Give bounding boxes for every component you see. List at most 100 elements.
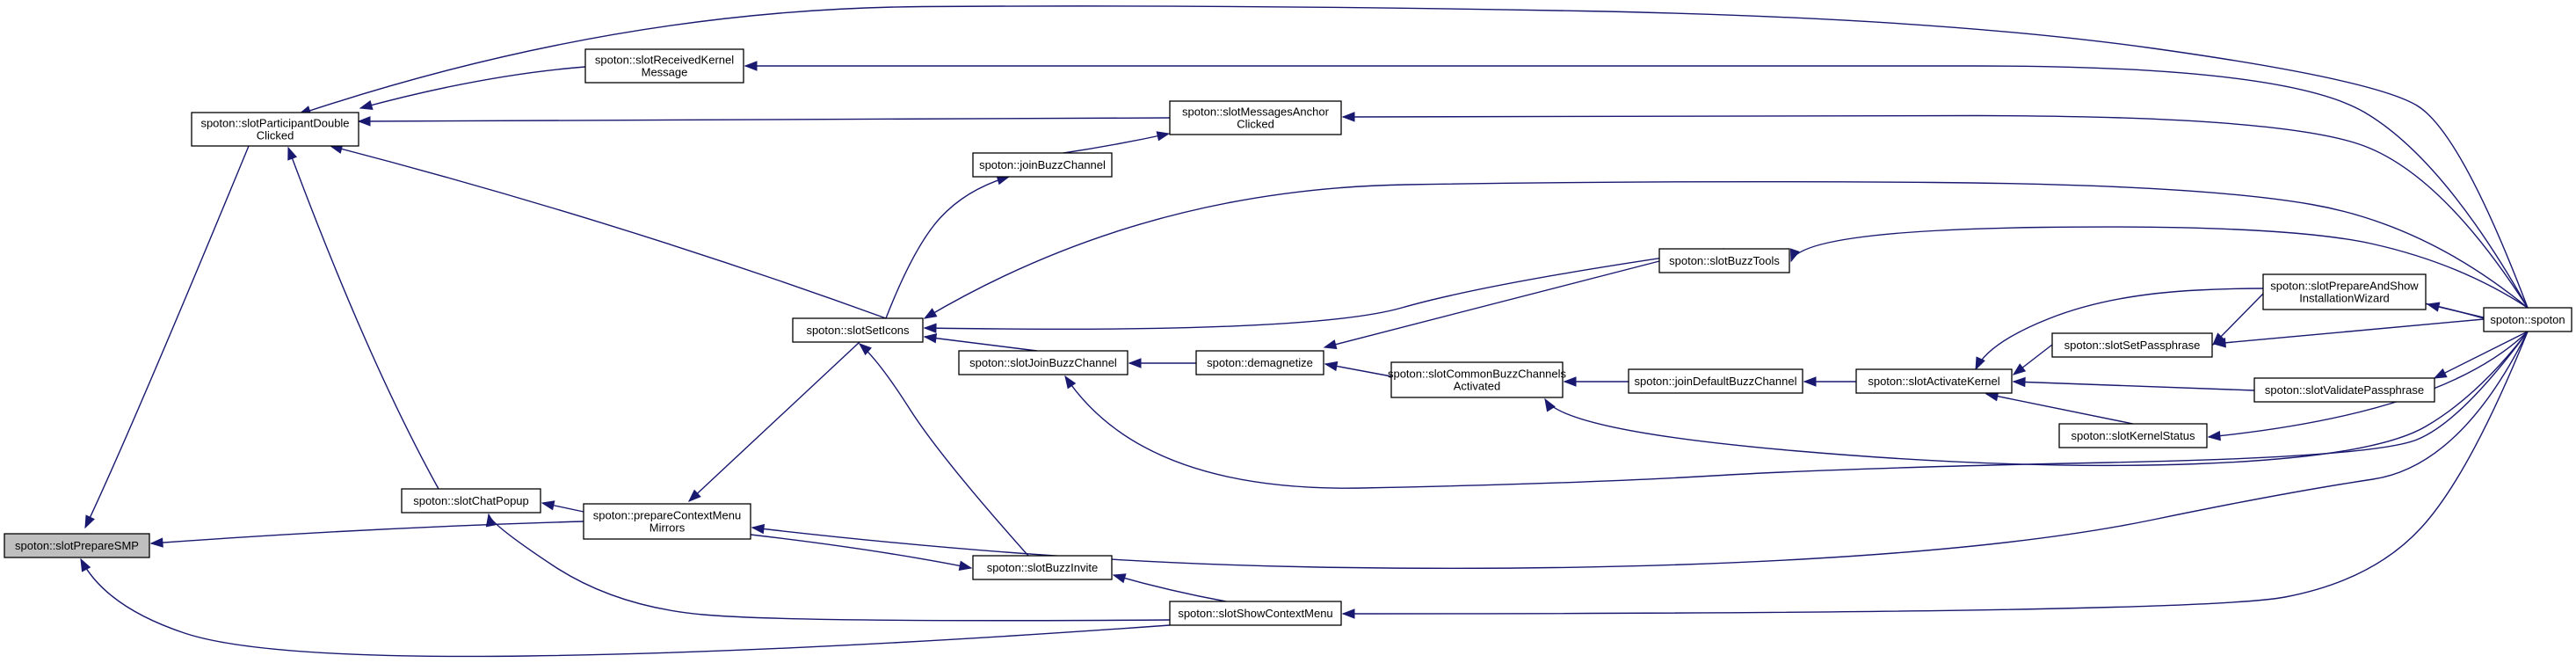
edge-spoton-to-slotReceivedKernelMessage xyxy=(744,61,2529,309)
node-label: spoton::slotSetPassphrase xyxy=(2064,339,2201,352)
edge-slotChatPopup-to-slotParticipantDoubleClicked xyxy=(287,146,439,490)
node-spoton[interactable]: spoton::spoton xyxy=(2483,307,2572,332)
node-box[interactable] xyxy=(401,488,541,514)
edge-line xyxy=(1113,574,1227,602)
edge-line xyxy=(1544,331,2529,467)
node-box[interactable] xyxy=(2051,332,2213,358)
node-slotActivateKernel[interactable]: spoton::slotActivateKernel xyxy=(1855,368,2013,394)
node-slotPrepareSMP[interactable]: spoton::slotPrepareSMP xyxy=(4,533,150,558)
arrowhead xyxy=(2207,430,2221,441)
edge-line xyxy=(924,180,2529,319)
node-box[interactable] xyxy=(1195,350,1324,375)
node-slotKernelStatus[interactable]: spoton::slotKernelStatus xyxy=(2058,423,2208,448)
node-label: spoton::slotBuzzInvite xyxy=(987,561,1098,574)
arrowhead xyxy=(1064,375,1077,390)
arrowhead xyxy=(541,500,555,511)
node-label: spoton::slotSetIcons xyxy=(806,324,910,337)
node-box[interactable] xyxy=(1390,361,1564,398)
node-slotBuzzInvite[interactable]: spoton::slotBuzzInvite xyxy=(972,555,1113,580)
node-box[interactable] xyxy=(1169,601,1342,626)
node-label: spoton::demagnetize xyxy=(1207,356,1313,369)
node-box[interactable] xyxy=(2483,307,2572,332)
nodes-layer: spoton::slotPrepareSMP spoton::slotPartic… xyxy=(4,48,2572,626)
node-box[interactable] xyxy=(2058,423,2208,448)
node-box[interactable] xyxy=(2262,273,2427,310)
arrowhead xyxy=(2012,376,2026,388)
node-slotJoinBuzzChannel[interactable]: spoton::slotJoinBuzzChannel xyxy=(958,350,1128,375)
node-label: spoton::spoton xyxy=(2490,313,2565,326)
edge-slotBuzzTools-to-demagnetize xyxy=(1323,260,1660,350)
node-slotPrepareAndShowInstallationWizard[interactable]: spoton::slotPrepareAndShowInstallationWi… xyxy=(2262,273,2427,310)
arrowhead xyxy=(2426,302,2441,312)
node-box[interactable] xyxy=(972,555,1113,580)
arrowhead xyxy=(1975,356,1985,371)
node-box[interactable] xyxy=(584,48,744,84)
edge-slotValidatePassphrase-to-slotActivateKernel xyxy=(2012,376,2255,391)
arrowhead xyxy=(687,489,701,502)
arrowhead xyxy=(1803,376,1817,387)
arrowhead xyxy=(149,537,163,548)
node-slotValidatePassphrase[interactable]: spoton::slotValidatePassphrase xyxy=(2253,377,2435,403)
node-slotShowContextMenu[interactable]: spoton::slotShowContextMenu xyxy=(1169,601,1342,626)
arrowhead xyxy=(858,343,872,356)
arrowhead xyxy=(923,333,938,344)
node-box[interactable] xyxy=(1855,368,2013,394)
node-label: spoton::prepareContextMenu xyxy=(593,509,741,522)
node-box[interactable] xyxy=(1628,368,1803,394)
edge-line xyxy=(330,145,887,319)
node-box[interactable] xyxy=(1169,100,1342,135)
node-label: InstallationWizard xyxy=(2299,292,2390,305)
edge-slotPrepareAndShowInstallationWizard-to-slotSetPassphrase xyxy=(2212,293,2264,346)
edge-spoton-to-slotCommonBuzzChannelsActivated xyxy=(1544,331,2529,467)
edge-slotShowContextMenu-to-slotBuzzInvite xyxy=(1112,573,1227,602)
edge-slotSetIcons-to-prepareContextMenuMirrors xyxy=(687,341,860,502)
edge-line xyxy=(1985,393,2134,425)
node-label: Activated xyxy=(1454,380,1500,393)
node-joinBuzzChannel[interactable]: spoton::joinBuzzChannel xyxy=(972,152,1113,178)
edge-slotActivateKernel-to-joinDefaultBuzzChannel xyxy=(1803,376,1856,387)
arrowhead xyxy=(287,146,298,161)
node-label: spoton::slotShowContextMenu xyxy=(1178,607,1332,620)
edge-line xyxy=(298,5,2529,309)
node-box[interactable] xyxy=(2253,377,2435,403)
edge-slotShowContextMenu-to-slotChatPopup xyxy=(485,513,1171,622)
node-slotSetIcons[interactable]: spoton::slotSetIcons xyxy=(792,317,924,343)
edge-joinDefaultBuzzChannel-to-slotCommonBuzzChannelsActivated xyxy=(1563,376,1629,387)
node-box[interactable] xyxy=(792,317,924,343)
node-label: spoton::slotActivateKernel xyxy=(1868,375,1999,388)
edge-slotShowContextMenu-to-slotPrepareSMP xyxy=(80,557,1171,658)
edge-line xyxy=(150,521,584,544)
edge-slotBuzzTools-to-slotSetIcons xyxy=(923,248,1725,333)
edge-slotBuzzInvite-to-slotSetIcons xyxy=(858,343,1029,557)
edge-line xyxy=(1342,114,2529,309)
node-box[interactable] xyxy=(191,112,359,147)
edge-line xyxy=(859,343,1029,557)
node-joinDefaultBuzzChannel[interactable]: spoton::joinDefaultBuzzChannel xyxy=(1628,368,1803,394)
node-box[interactable] xyxy=(4,533,150,558)
edges-layer xyxy=(80,5,2529,658)
node-slotSetPassphrase[interactable]: spoton::slotSetPassphrase xyxy=(2051,332,2213,358)
node-box[interactable] xyxy=(972,152,1113,178)
node-demagnetize[interactable]: spoton::demagnetize xyxy=(1195,350,1324,375)
node-slotBuzzTools[interactable]: spoton::slotBuzzTools xyxy=(1658,248,1790,273)
node-box[interactable] xyxy=(1658,248,1790,273)
arrowhead xyxy=(1112,573,1127,584)
node-box[interactable] xyxy=(958,350,1128,375)
node-label: spoton::slotPrepareSMP xyxy=(15,539,139,552)
edge-line xyxy=(924,248,1725,331)
arrowhead xyxy=(2012,363,2027,375)
node-slotChatPopup[interactable]: spoton::slotChatPopup xyxy=(401,488,541,514)
edge-spoton-to-slotPrepareAndShowInstallationWizard xyxy=(2426,302,2485,318)
edge-slotCommonBuzzChannelsActivated-to-demagnetize xyxy=(1324,361,1392,377)
node-label: Message xyxy=(642,66,688,79)
node-label: spoton::joinDefaultBuzzChannel xyxy=(1634,375,1796,388)
edge-line xyxy=(358,117,1171,122)
edge-slotSetIcons-to-slotParticipantDoubleClicked xyxy=(329,143,887,319)
node-box[interactable] xyxy=(583,503,751,540)
